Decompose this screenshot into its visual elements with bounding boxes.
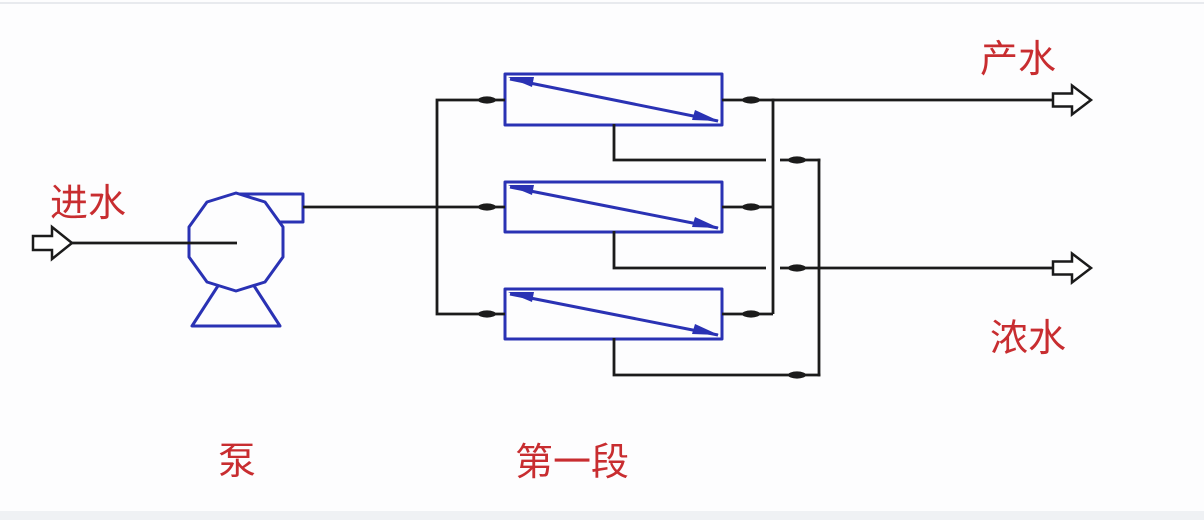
pipe-fitting: [478, 310, 496, 318]
pipe-fitting: [742, 203, 760, 211]
pipe-fitting: [788, 371, 806, 379]
feed-manifold: [435, 98, 505, 316]
piping: [72, 98, 1053, 377]
concentrate-water-label: 浓水: [990, 318, 1066, 360]
membrane-diagonal: [509, 77, 719, 123]
pipe-fitting: [788, 156, 806, 164]
pipe-fitting: [788, 264, 806, 272]
membrane-module-1: [503, 72, 724, 127]
pipe-fitting: [742, 96, 760, 104]
membrane-module-3: [503, 287, 724, 341]
product-arrow-icon: [1051, 82, 1094, 118]
membrane-diagonal: [509, 185, 719, 230]
feed-water-label: 进水: [50, 183, 126, 225]
membrane-diagonal-tip: [692, 110, 719, 121]
pipe-fitting: [478, 203, 496, 211]
membrane-diagonal-tip: [508, 292, 534, 302]
top-edge-line: [0, 2, 1204, 4]
module-1-bottom-pipe: [612, 124, 766, 162]
membrane-diagonal-tip: [692, 324, 719, 335]
membrane-diagonal-tip: [692, 217, 719, 228]
membrane-module-2: [503, 180, 724, 234]
bottom-edge-strip: [0, 511, 1204, 520]
module-2-bottom-pipe: [612, 231, 766, 270]
pump-label: 泵: [218, 441, 256, 483]
pipe-fitting: [478, 96, 496, 104]
product-water-label: 产水: [980, 39, 1056, 81]
feed-arrow-icon: [31, 224, 75, 262]
first-stage-label: 第一段: [515, 442, 629, 484]
feed-pump: [187, 191, 305, 328]
concentrate-arrow-icon: [1051, 250, 1094, 286]
module-3-bottom-pipe: [612, 338, 821, 377]
membrane-diagonal-tip: [508, 185, 534, 195]
membrane-diagonal: [509, 292, 719, 337]
membrane-diagonal-tip: [508, 77, 534, 87]
pipe-fitting: [742, 310, 760, 318]
pipe-fittings: [478, 96, 806, 379]
